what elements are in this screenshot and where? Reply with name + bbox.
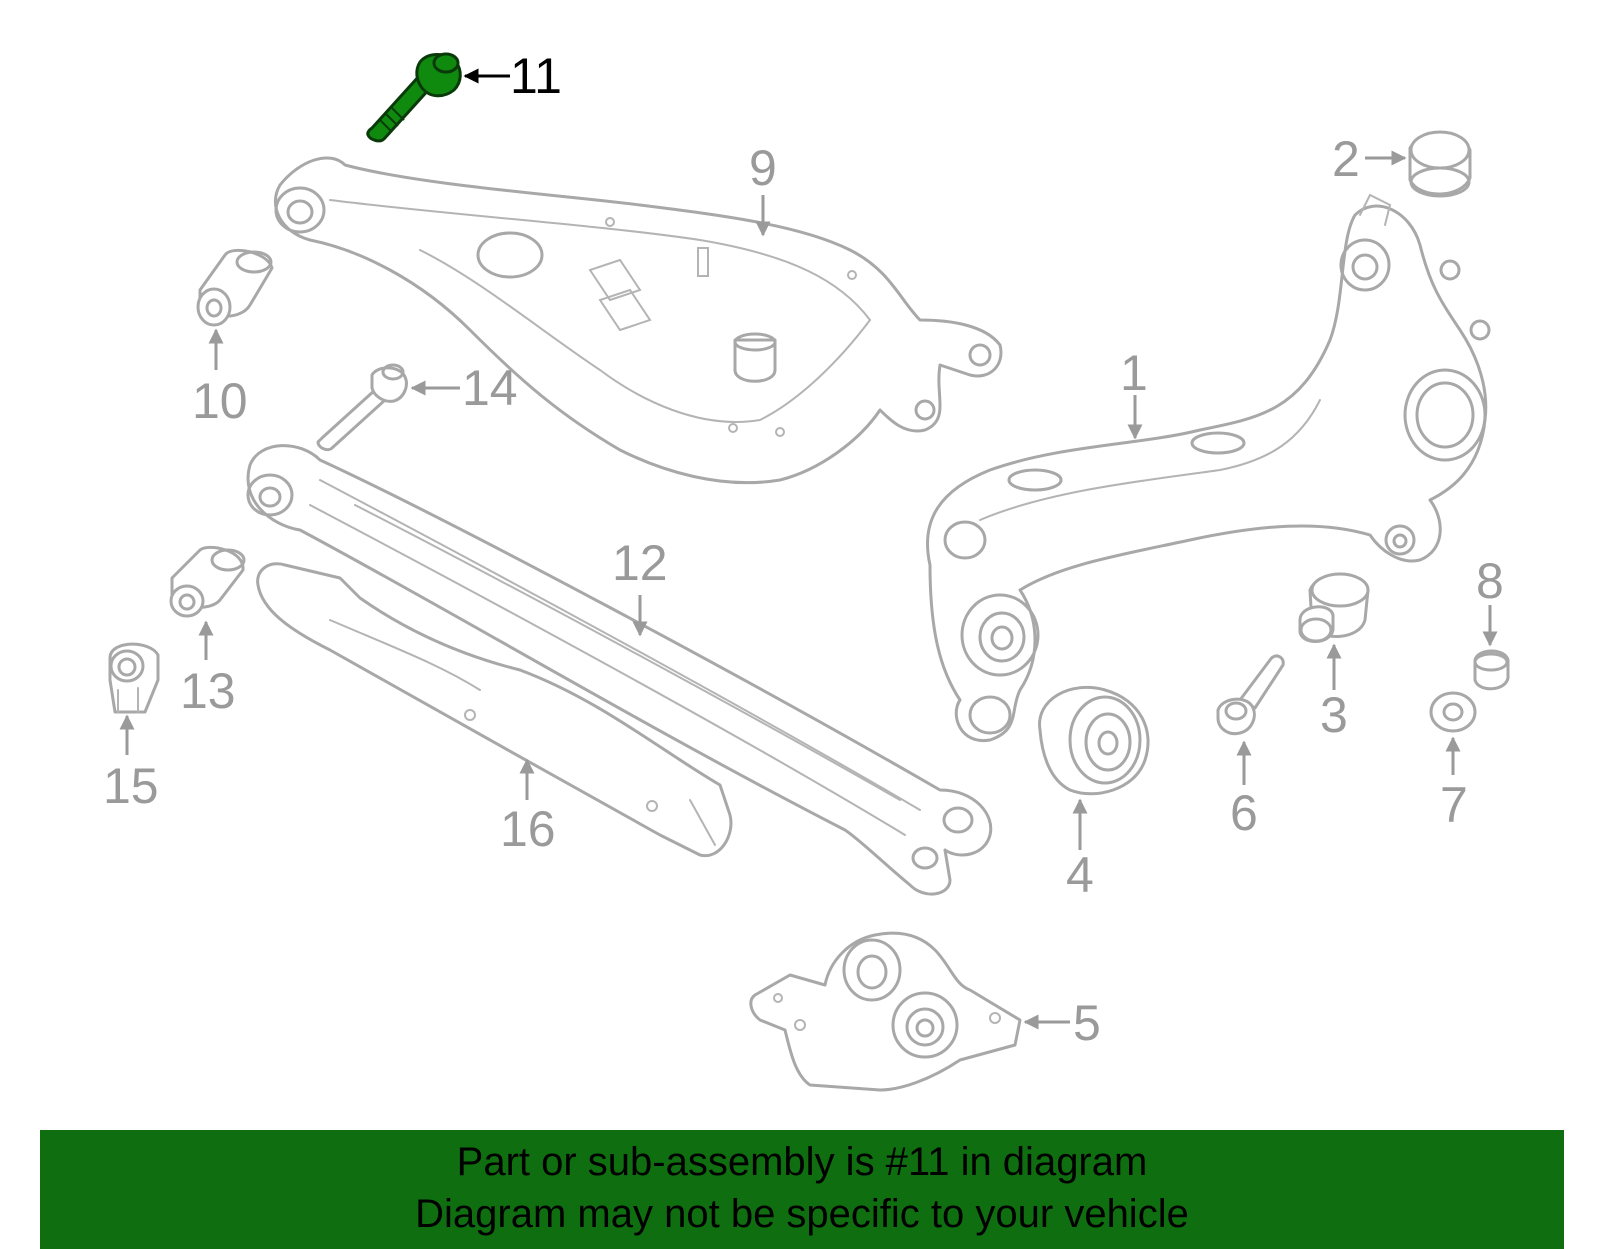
callout-12[interactable]: 12 — [612, 535, 668, 591]
banner-line-disclaimer: Diagram may not be specific to your vehi… — [415, 1192, 1189, 1236]
callout-1[interactable]: 1 — [1120, 345, 1148, 401]
callout-7[interactable]: 7 — [1440, 777, 1468, 833]
part-13-bushing[interactable] — [169, 545, 246, 618]
part-16-trailing-arm[interactable] — [256, 562, 733, 858]
callout-9[interactable]: 9 — [749, 140, 777, 196]
part-4-bushing[interactable] — [1038, 685, 1150, 796]
part-14-bolt[interactable] — [316, 363, 408, 452]
callout-5[interactable]: 5 — [1073, 995, 1101, 1051]
part-9-control-arm[interactable] — [274, 156, 1003, 485]
callout-15[interactable]: 15 — [103, 758, 159, 814]
part-1-knuckle[interactable] — [926, 193, 1491, 742]
part-10-bushing[interactable] — [196, 248, 274, 327]
callout-11[interactable]: 11 — [510, 48, 562, 104]
callout-6[interactable]: 6 — [1230, 785, 1258, 841]
callout-3[interactable]: 3 — [1320, 687, 1348, 743]
part-11-bolt[interactable] — [366, 52, 462, 143]
callout-13[interactable]: 13 — [180, 663, 236, 719]
callout-14[interactable]: 14 — [462, 360, 518, 416]
part-3-bushing[interactable] — [1298, 572, 1370, 643]
callout-10[interactable]: 10 — [192, 373, 248, 429]
part-6-bolt[interactable] — [1216, 654, 1285, 736]
callout-8[interactable]: 8 — [1476, 553, 1504, 609]
part-8-nut[interactable] — [1473, 649, 1510, 691]
info-banner: Part or sub-assembly is #11 in diagram D… — [40, 1130, 1564, 1249]
part-5-mount[interactable] — [749, 931, 1022, 1092]
callout-16[interactable]: 16 — [500, 801, 556, 857]
part-7-washer[interactable] — [1429, 691, 1477, 733]
part-2-bushing[interactable] — [1408, 130, 1472, 198]
callout-2[interactable]: 2 — [1332, 131, 1360, 187]
banner-line-part-number: Part or sub-assembly is #11 in diagram — [456, 1140, 1148, 1184]
part-12-lateral-link[interactable] — [246, 444, 993, 896]
part-15-bracket[interactable] — [108, 642, 160, 714]
callout-4[interactable]: 4 — [1066, 847, 1094, 903]
